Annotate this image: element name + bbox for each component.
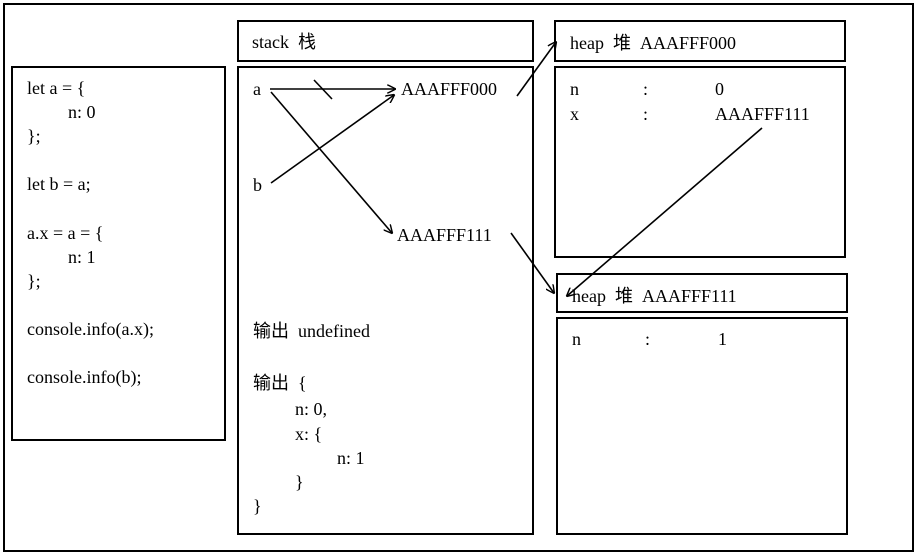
arrow-heap1-x-to-heap2 — [567, 127, 763, 296]
code-panel — [11, 66, 226, 441]
stack-var-b: b — [253, 175, 262, 195]
heap2-value: 1 — [718, 329, 727, 349]
heap1-value: AAAFFF111 — [715, 104, 810, 124]
code-line: n: 1 — [68, 247, 96, 267]
output-object-line: n: 0, — [295, 399, 328, 419]
code-line: let a = { — [27, 78, 86, 98]
arrow-b-to-addr1 — [270, 95, 394, 184]
heap2-header — [556, 273, 848, 313]
heap1-header — [554, 20, 846, 62]
heap1-title: heap 堆 AAAFFF000 — [570, 33, 737, 53]
stack-address-2: AAAFFF111 — [397, 225, 492, 245]
stack-panel — [237, 66, 534, 535]
output-object-line: } — [295, 472, 304, 492]
output-undefined: 输出 undefined — [253, 321, 370, 341]
stack-address-1: AAAFFF000 — [401, 79, 498, 99]
heap2-sep: : — [645, 329, 651, 349]
heap1-key: n — [570, 79, 579, 99]
code-line: a.x = a = { — [27, 223, 104, 243]
heap1-sep: : — [643, 104, 649, 124]
heap1-panel — [554, 66, 846, 258]
heap1-key: x — [570, 104, 579, 124]
stack-title: stack 栈 — [252, 32, 316, 52]
code-line: let b = a; — [27, 174, 91, 194]
output-object-line: } — [253, 496, 262, 516]
heap1-sep: : — [643, 79, 649, 99]
code-line: console.info(b); — [27, 367, 142, 387]
output-object-line: 输出 { — [253, 373, 307, 393]
heap2-key: n — [572, 329, 581, 349]
code-line: console.info(a.x); — [27, 319, 154, 339]
heap2-title: heap 堆 AAAFFF111 — [572, 286, 737, 306]
strike-mark — [313, 79, 333, 100]
code-line: }; — [27, 126, 41, 146]
heap2-panel — [556, 317, 848, 535]
output-object-line: n: 1 — [337, 448, 365, 468]
heap1-value: 0 — [715, 79, 724, 99]
code-line: }; — [27, 271, 41, 291]
stack-var-a: a — [253, 79, 261, 99]
arrow-addr1-to-heap1 — [516, 42, 556, 97]
arrow-a-to-addr2 — [270, 91, 392, 233]
diagram-frame — [3, 3, 914, 552]
output-object-line: x: { — [295, 424, 323, 444]
code-line: n: 0 — [68, 102, 96, 122]
arrow-addr2-to-heap2 — [510, 232, 554, 293]
stack-header — [237, 20, 534, 62]
